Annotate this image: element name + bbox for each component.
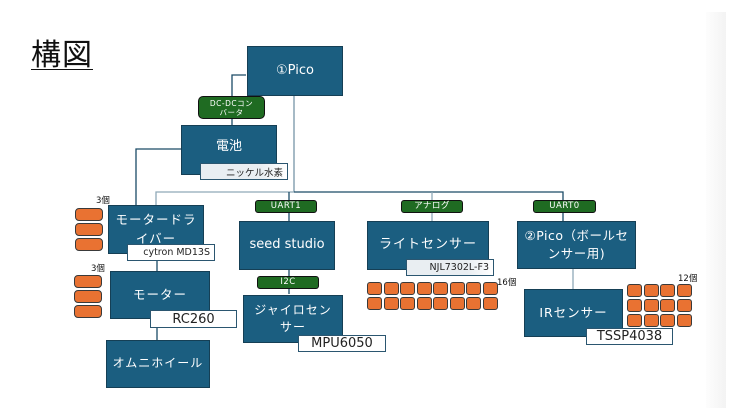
- ir-sensor-spec-label: TSSP4038: [586, 328, 673, 345]
- node-pico1: ①Pico: [247, 46, 343, 96]
- tag-dcdc-converter: DC-DCコン バータ: [198, 96, 265, 119]
- component-light-sensor-3: [400, 282, 415, 295]
- line-battery-motordriver: [135, 148, 182, 207]
- node-seeed-studio: seed studio: [239, 221, 335, 270]
- node-pico2: ②Pico（ボールセ ンサー用): [517, 221, 636, 269]
- component-light-sensor-9: [367, 297, 382, 310]
- component-light-sensor-8: [482, 282, 498, 295]
- tag-uart1-label: UART1: [270, 201, 302, 212]
- node-gyro-label: ジャイロセン サー: [254, 302, 332, 334]
- component-ir-sensor-9: [627, 314, 642, 327]
- gyro-spec-label: MPU6050: [298, 335, 386, 352]
- tag-uart0-label: UART0: [549, 201, 580, 212]
- component-ir-sensor-12: [676, 314, 692, 327]
- component-light-sensor-5: [433, 282, 448, 295]
- tag-i2c-label: I2C: [280, 277, 296, 288]
- node-omni-wheel: オムニホイール: [106, 340, 210, 388]
- component-ir-sensor-5: [627, 299, 642, 312]
- component-light-sensor-7: [466, 282, 481, 295]
- tag-i2c: I2C: [257, 276, 319, 289]
- component-ir-sensor-7: [660, 299, 675, 312]
- node-pico1-label: ①Pico: [276, 62, 314, 78]
- component-light-sensor-1: [367, 282, 382, 295]
- component-ir-sensor-1: [627, 284, 642, 297]
- motor-spec-text: RC260: [172, 311, 215, 327]
- line-bus-left: [155, 191, 294, 205]
- node-ir-sensor-label: IRセンサー: [539, 304, 608, 320]
- component-ir-sensor-10: [643, 314, 659, 327]
- component-light-sensor-16: [482, 297, 498, 310]
- node-light-sensor-label: ライトセンサー: [378, 237, 477, 253]
- component-motor-2: [74, 290, 102, 303]
- component-light-sensor-13: [433, 297, 448, 310]
- node-pico2-label: ②Pico（ボールセ ンサー用): [524, 227, 629, 261]
- page-title: 構図: [31, 38, 93, 73]
- side-shadow-strip: [706, 12, 726, 408]
- tag-uart1: UART1: [255, 200, 317, 213]
- component-motor-driver-2: [75, 223, 103, 236]
- component-ir-sensor-3: [660, 284, 675, 297]
- component-light-sensor-6: [449, 282, 465, 295]
- component-ir-sensor-11: [660, 314, 675, 327]
- component-ir-sensor-2: [643, 284, 659, 297]
- component-light-sensor-12: [416, 297, 432, 310]
- component-light-sensor-2: [383, 282, 399, 295]
- node-omni-wheel-label: オムニホイール: [112, 356, 204, 371]
- tag-uart0: UART0: [533, 200, 596, 213]
- line-bus-main: [294, 191, 564, 200]
- motor-count: 3個: [91, 264, 105, 274]
- light-sensor-spec-label: NJL7302L-F3: [406, 259, 494, 276]
- component-motor-3: [74, 305, 102, 318]
- battery-spec-text: ニッケル水素: [225, 167, 283, 179]
- motor-spec-label: RC260: [150, 310, 237, 328]
- component-ir-sensor-4: [676, 284, 692, 297]
- node-battery-label: 電池: [215, 139, 242, 154]
- light-sensor-spec-text: NJL7302L-F3: [429, 262, 489, 273]
- ir-sensor-spec-text: TSSP4038: [596, 329, 663, 344]
- component-light-sensor-11: [400, 297, 415, 310]
- node-motor-label: モーター: [132, 286, 187, 302]
- light-sensor-count: 16個: [497, 278, 517, 288]
- node-gyro-sensor: ジャイロセン サー: [243, 295, 343, 343]
- motor-driver-spec-label: cytron MD13S: [127, 244, 215, 261]
- component-motor-driver-3: [75, 238, 103, 251]
- battery-spec-label: ニッケル水素: [200, 163, 288, 180]
- gyro-spec-text: MPU6050: [311, 336, 373, 351]
- component-ir-sensor-6: [643, 299, 659, 312]
- component-light-sensor-4: [416, 282, 432, 295]
- tag-dcdc-label: DC-DCコン バータ: [209, 98, 254, 117]
- component-light-sensor-14: [449, 297, 465, 310]
- component-ir-sensor-8: [676, 299, 692, 312]
- motor-driver-count: 3個: [96, 196, 110, 206]
- tag-analog: アナログ: [401, 200, 463, 213]
- component-light-sensor-10: [383, 297, 399, 310]
- component-motor-1: [74, 275, 102, 288]
- line-pico-dcdc: [231, 74, 246, 97]
- node-seeed-label: seed studio: [249, 237, 325, 253]
- tag-analog-label: アナログ: [414, 201, 450, 212]
- node-motor-driver-label: モータードラ イバー: [115, 212, 197, 246]
- component-motor-driver-1: [75, 208, 103, 221]
- component-light-sensor-15: [466, 297, 481, 310]
- motor-driver-spec-text: cytron MD13S: [143, 247, 210, 258]
- ir-sensor-count: 12個: [678, 274, 698, 284]
